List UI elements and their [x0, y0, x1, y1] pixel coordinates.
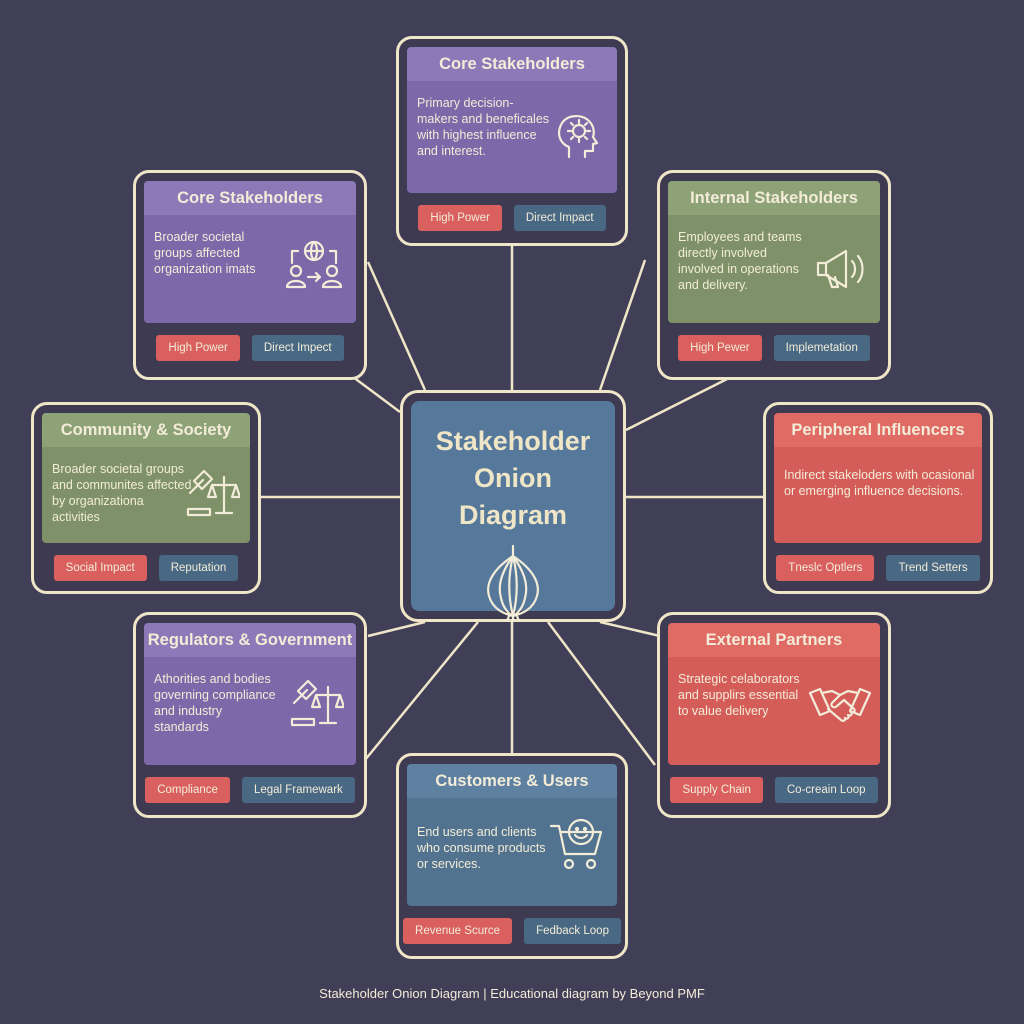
tag-co-creation-loop: Co-creain Loop [774, 777, 878, 803]
shopping-cart-icon [549, 818, 603, 870]
tag-social-impact: Social Impact [53, 555, 147, 581]
card-tags: Social Impact Reputation [42, 543, 250, 581]
tag-direct-impact: Direct Impact [513, 205, 606, 231]
card-title: Regulators & Government [144, 623, 356, 657]
card-tags: Supply Chain Co-creain Loop [668, 765, 880, 803]
card-title: Community & Society [42, 413, 250, 447]
card-community-society: Community & Society Broader societal gro… [31, 402, 261, 594]
card-title: Internal Stakeholders [668, 181, 880, 215]
card-regulators-government: Regulators & Government Athorities and b… [133, 612, 367, 818]
connector-lower-left-mid [364, 621, 479, 761]
card-tags: Compliance Legal Framewark [144, 765, 356, 803]
card-body: Strategic celaborators and supplirs esse… [668, 657, 880, 765]
center-node: Stakeholder Onion Diagram [400, 390, 626, 623]
card-title: Peripheral Influencers [774, 413, 982, 447]
connector-lower-right [599, 620, 661, 638]
tag-implementation: Implemetation [773, 335, 870, 361]
connector-upper-right [598, 259, 647, 391]
card-tags: High Power Direct Impact [407, 193, 617, 231]
card-body: Indirect stakeloders with ocasional or e… [774, 447, 982, 543]
connector-upper-left [366, 261, 427, 391]
card-body: Employees and teams directly involved in… [668, 215, 880, 323]
tag-high-power: High Power [418, 205, 502, 231]
head-gear-icon [558, 115, 599, 159]
tag-supply-chain: Supply Chain [670, 777, 763, 803]
tag-legal-framework: Legal Framewark [241, 777, 355, 803]
tag-compliance: Compliance [145, 777, 230, 803]
card-core-stakeholders-left: Core Stakeholders Broader societal group… [133, 170, 367, 380]
card-body: Athorities and bodies governing complian… [144, 657, 356, 765]
card-description: Indirect stakeloders with ocasional or e… [784, 468, 975, 498]
card-description: Broader societal groups affected organiz… [154, 230, 256, 276]
connector-lower-left [367, 620, 426, 638]
card-body: Primary decision-makers and beneficales … [407, 81, 617, 193]
card-body: Broader societal groups and communites a… [42, 447, 250, 543]
card-title: Core Stakeholders [407, 47, 617, 81]
card-body: End users and clients who consume produc… [407, 798, 617, 906]
card-description: Primary decision-makers and beneficales … [417, 96, 550, 158]
card-tags: High Pewer Implemetation [668, 323, 880, 361]
card-tags: High Power Direct Impect [144, 323, 356, 361]
card-title: Core Stakeholders [144, 181, 356, 215]
globe-people-icon [285, 240, 343, 289]
tag-tneslc-optlers: Tneslc Optlers [776, 555, 875, 581]
card-peripheral-influencers: Peripheral Influencers Indirect stakelod… [763, 402, 993, 594]
onion-icon [487, 544, 539, 623]
tag-high-power: High Power [156, 335, 240, 361]
card-core-stakeholders-top: Core Stakeholders Primary decision-maker… [396, 36, 628, 246]
card-description: Broader societal groups and communites a… [52, 462, 192, 524]
handshake-icon [808, 687, 872, 722]
connector-upper-right-mid [625, 373, 736, 432]
center-node-inner: Stakeholder Onion Diagram [411, 401, 615, 623]
card-body: Broader societal groups affected organiz… [144, 215, 356, 323]
card-description: Strategic celaborators and supplirs esse… [678, 672, 800, 718]
card-internal-stakeholders: Internal Stakeholders Employees and team… [657, 170, 891, 380]
footer-caption: Stakeholder Onion Diagram | Educational … [319, 986, 705, 1001]
megaphone-icon [816, 249, 864, 289]
card-tags: Revenue Scurce Fedback Loop [403, 906, 621, 944]
tag-feedback-loop: Fedback Loop [524, 918, 621, 944]
card-customers-users: Customers & Users End users and clients … [396, 753, 628, 959]
gavel-scales-icon [290, 679, 344, 727]
gavel-scales-icon [186, 469, 240, 517]
tag-direct-impact: Direct Impect [251, 335, 344, 361]
card-description: Employees and teams directly involved in… [678, 230, 802, 292]
center-title: Stakeholder Onion Diagram [435, 426, 591, 530]
tag-reputation: Reputation [158, 555, 239, 581]
card-description: End users and clients who consume produc… [417, 825, 546, 871]
card-title: External Partners [668, 623, 880, 657]
card-description: Athorities and bodies governing complian… [154, 672, 276, 734]
tag-high-power: High Pewer [678, 335, 762, 361]
card-external-partners: External Partners Strategic celaborators… [657, 612, 891, 818]
card-tags: Tneslc Optlers Trend Setters [774, 543, 982, 581]
tag-trend-setters: Trend Setters [886, 555, 980, 581]
connector-lower-right-mid [546, 621, 657, 766]
card-title: Customers & Users [407, 764, 617, 798]
tag-revenue-source: Revenue Scurce [403, 918, 513, 944]
